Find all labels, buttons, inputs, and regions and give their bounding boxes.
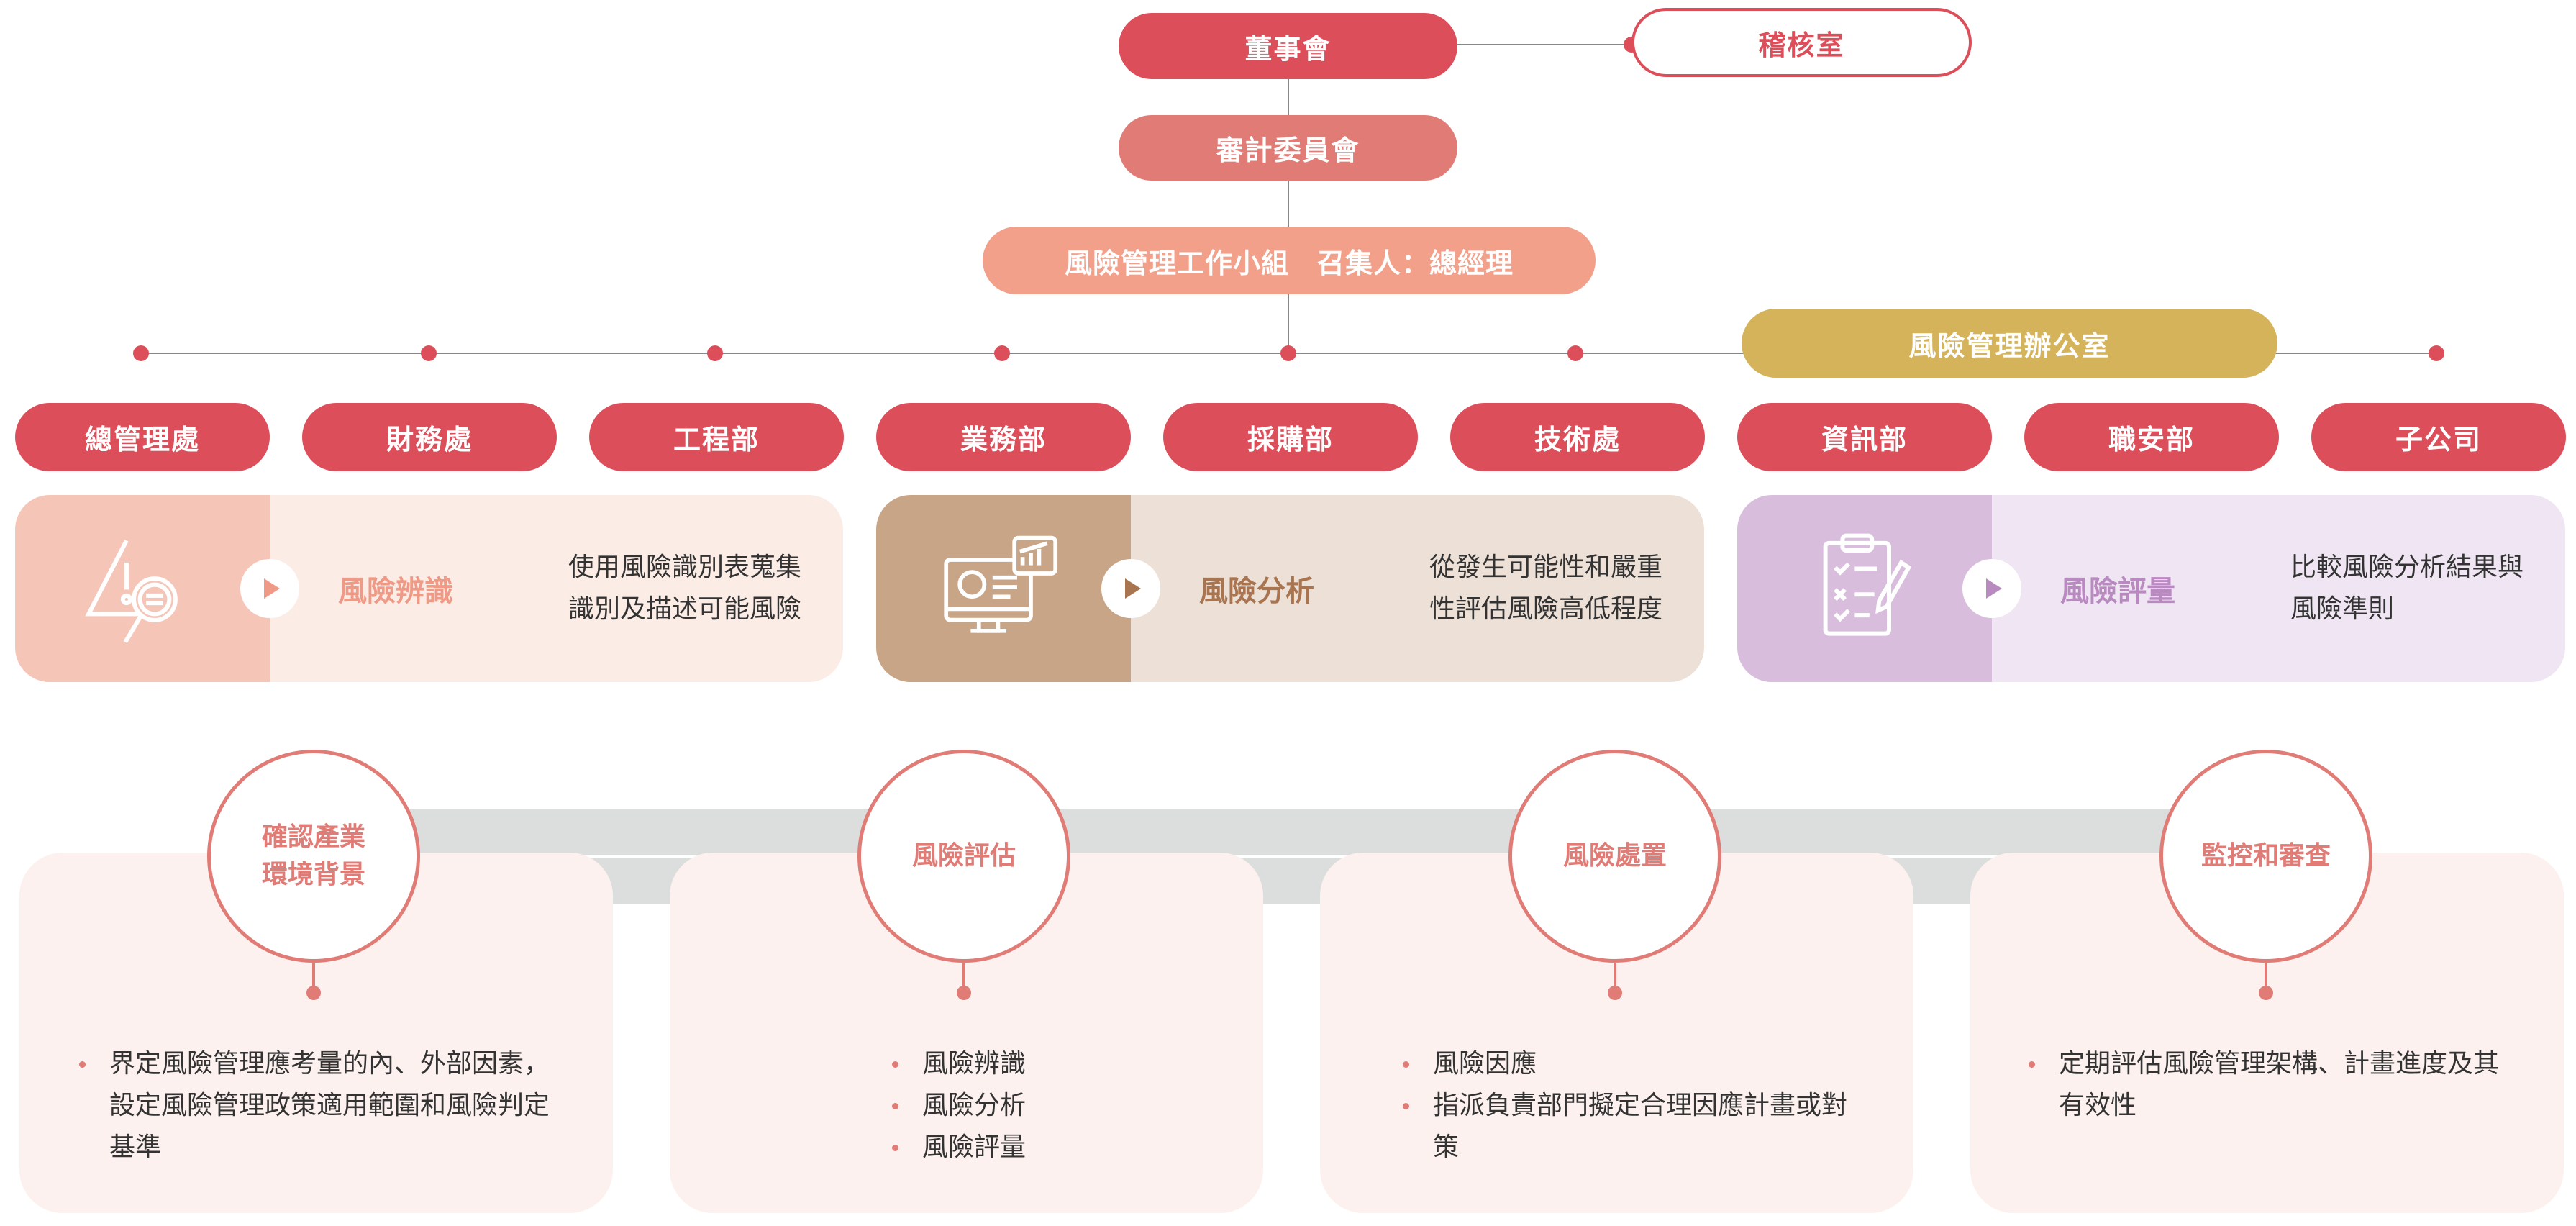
bullet-item: 風險分析 [892,1085,1108,1127]
step-circle: 確認產業環境背景 [207,750,420,963]
process-band-line [403,855,2187,858]
step-title-line: 監控和審查 [2200,841,2331,871]
step-bullets: 風險因應指派負責部門擬定合理因應計畫或對策 [1403,1043,1849,1168]
step-dot [1608,986,1622,1000]
card-body: 風險評量 比較風險分析結果與風險準則 [1962,495,2565,682]
card-title: 風險辨識 [338,575,453,608]
card-desc-line: 風險準則 [2290,594,2395,624]
card-desc-line: 使用風險識別表蒐集 [568,553,802,582]
step-stem [312,963,315,993]
connector-vertical [1288,79,1289,353]
bullet-item: 定期評估風險管理架構、計畫進度及其有效性 [2029,1043,2518,1127]
connector-board-audit [1457,44,1631,45]
step-dot [2259,986,2273,1000]
warning-search-icon [81,526,204,651]
step-dot [306,986,321,1000]
bullet-item: 風險評量 [892,1127,1108,1168]
step-stem [1614,963,1616,993]
step-bullets: 界定風險管理應考量的內、外部因素，設定風險管理政策適用範圍和風險判定基準 [79,1043,568,1168]
card-desc-line: 從發生可能性和嚴重 [1429,553,1663,582]
step-bullets: 定期評估風險管理架構、計畫進度及其有效性 [2029,1043,2518,1127]
play-icon [1101,559,1160,618]
card-desc-line: 比較風險分析結果與 [2290,553,2524,582]
connector-dot [1280,345,1296,361]
connector-dot [994,345,1010,361]
card-desc-line: 識別及描述可能風險 [568,594,802,624]
department-node: 採購部 [1163,403,1418,471]
step-dot [957,986,971,1000]
board-node: 董事會 [1119,13,1457,79]
step-circle: 監控和審查 [2159,750,2372,963]
connector-dot [707,345,723,361]
process-card: 風險辨識 使用風險識別表蒐集識別及描述可能風險 [15,495,843,682]
step-stem [962,963,965,993]
bullet-item: 風險因應 [1403,1043,1849,1085]
department-node: 工程部 [589,403,844,471]
step-title-line: 確認產業 [261,822,365,852]
card-body: 風險辨識 使用風險識別表蒐集識別及描述可能風險 [240,495,843,682]
card-description: 從發生可能性和嚴重性評估風險高低程度 [1429,547,1662,630]
card-title: 風險分析 [1199,575,1314,608]
step-bullets: 風險辨識風險分析風險評量 [892,1043,1108,1168]
card-desc-line: 性評估風險高低程度 [1429,594,1663,624]
card-icon-panel [876,495,1131,682]
step-title-line: 風險評估 [911,841,1016,871]
clipboard-checklist-icon [1803,526,1926,651]
bullet-item: 風險辨識 [892,1043,1108,1085]
department-node: 總管理處 [15,403,270,471]
process-card: 風險評量 比較風險分析結果與風險準則 [1737,495,2565,682]
play-icon [1962,559,2021,618]
department-node: 技術處 [1450,403,1705,471]
step-title-line: 風險處置 [1562,841,1667,871]
play-icon [240,559,299,618]
connector-dot [2429,345,2444,361]
card-icon-panel [1737,495,1992,682]
step-circle: 風險處置 [1508,750,1721,963]
task-force-node: 風險管理工作小組 召集人：總經理 [983,227,1596,294]
department-node: 職安部 [2024,403,2279,471]
audit-office-node: 稽核室 [1631,8,1972,77]
step-stem [2265,963,2267,993]
monitor-chart-icon [935,519,1072,658]
card-description: 使用風險識別表蒐集識別及描述可能風險 [568,547,801,630]
audit-committee-node: 審計委員會 [1119,115,1457,181]
department-node: 資訊部 [1737,403,1992,471]
card-body: 風險分析 從發生可能性和嚴重性評估風險高低程度 [1101,495,1704,682]
card-icon-panel [15,495,270,682]
step-title-line: 環境背景 [261,860,365,889]
department-node: 業務部 [876,403,1131,471]
connector-dot [1567,345,1583,361]
process-card: 風險分析 從發生可能性和嚴重性評估風險高低程度 [876,495,1704,682]
connector-dot [133,345,149,361]
bullet-item: 界定風險管理應考量的內、外部因素，設定風險管理政策適用範圍和風險判定基準 [79,1043,568,1168]
card-description: 比較風險分析結果與風險準則 [2290,547,2523,630]
card-title: 風險評量 [2060,575,2175,608]
connector-dot [421,345,437,361]
department-node: 子公司 [2311,403,2566,471]
step-circle: 風險評估 [857,750,1070,963]
department-node: 財務處 [302,403,557,471]
risk-office-node: 風險管理辦公室 [1742,309,2277,378]
bullet-item: 指派負責部門擬定合理因應計畫或對策 [1403,1085,1849,1168]
